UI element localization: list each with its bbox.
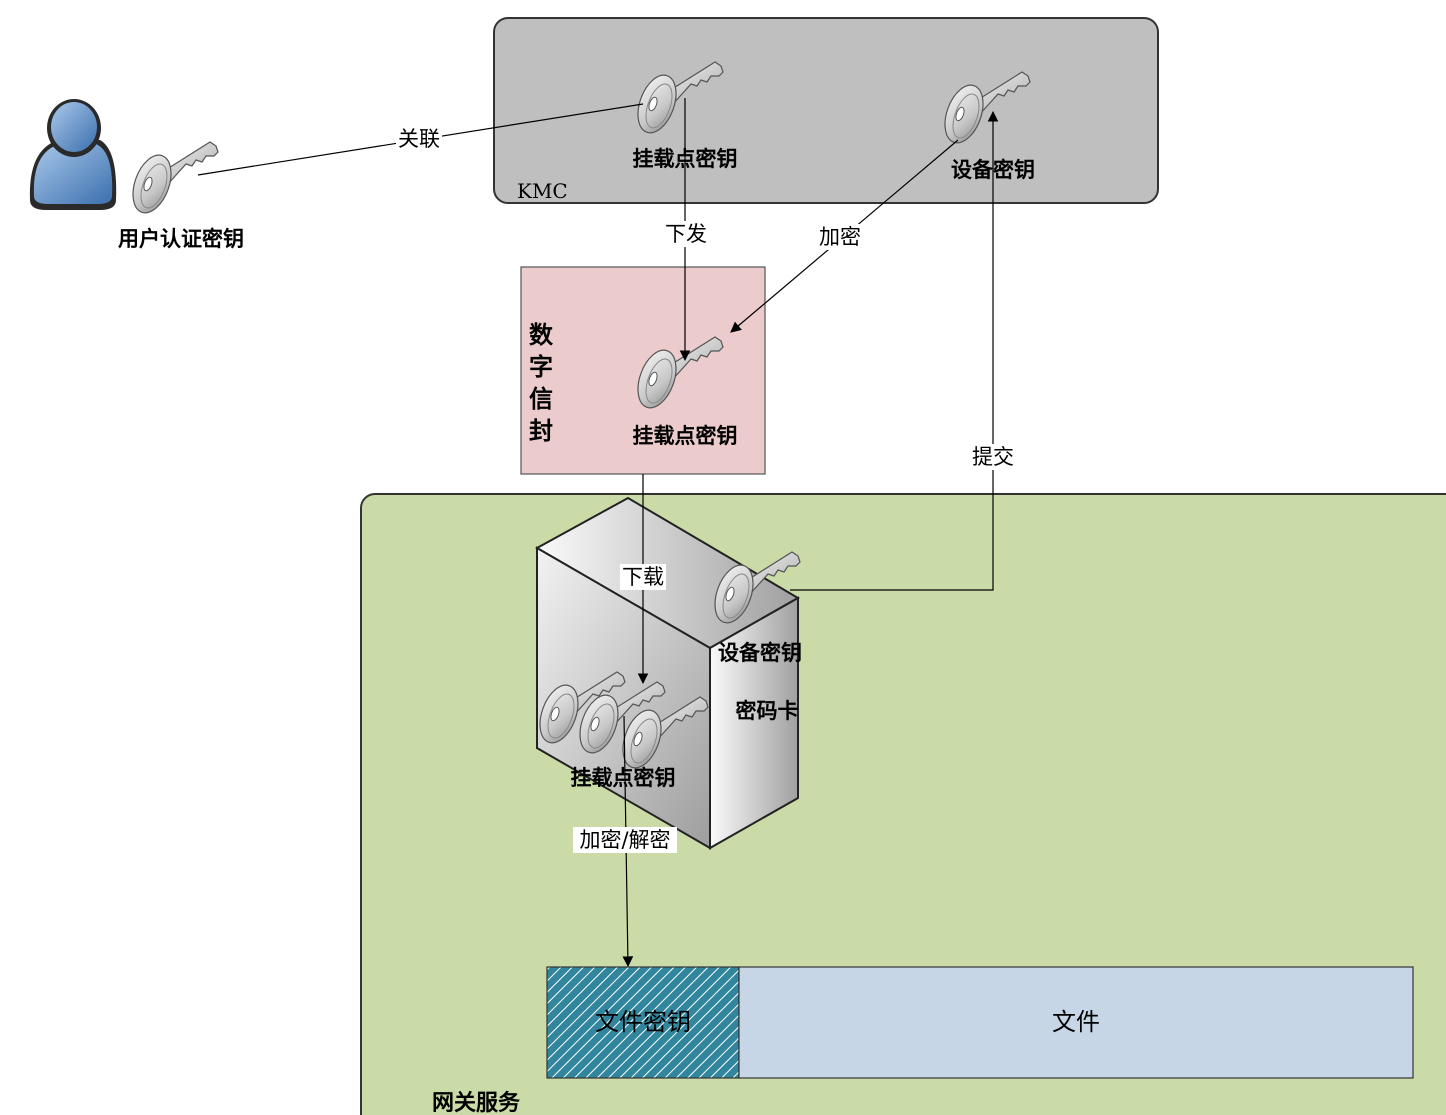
file-key-label: 文件密钥 bbox=[595, 1008, 691, 1036]
download-label-bg bbox=[620, 564, 666, 590]
associate-label-bg bbox=[396, 126, 442, 152]
file-label: 文件 bbox=[1052, 1008, 1100, 1036]
kmc-mount-key-label: 挂载点密钥 bbox=[633, 147, 738, 171]
envelope-title-char: 数 bbox=[529, 321, 554, 349]
crypto-card-server-icon bbox=[534, 496, 800, 850]
file-key-block bbox=[546, 966, 740, 1079]
envelope-title-char: 字 bbox=[529, 353, 553, 381]
user-icon bbox=[29, 99, 117, 210]
issue-label-bg bbox=[663, 221, 709, 247]
crypto-card-label: 密码卡 bbox=[736, 699, 799, 723]
envelope-mount-key-label: 挂载点密钥 bbox=[633, 424, 738, 448]
submit-edge-label: 提交 bbox=[972, 445, 1014, 469]
issue-edge-label: 下发 bbox=[665, 222, 707, 246]
download-edge-label: 下载 bbox=[622, 565, 664, 589]
kmc-title: KMC bbox=[517, 179, 568, 203]
submit-label-bg bbox=[970, 444, 1016, 470]
card-device-key-label: 设备密钥 bbox=[718, 641, 802, 665]
envelope-title-char: 封 bbox=[529, 417, 553, 445]
envelope-title-char: 信 bbox=[529, 385, 553, 413]
file-block bbox=[738, 966, 1414, 1079]
user-auth-key-icon bbox=[125, 141, 219, 219]
kmc-box bbox=[493, 17, 1159, 204]
encrypt-decrypt-label-bg bbox=[573, 827, 677, 853]
encrypt-decrypt-edge-label: 加密/解密 bbox=[579, 828, 670, 852]
encrypt-label-bg bbox=[817, 224, 863, 250]
card-mount-keys-label: 挂载点密钥 bbox=[571, 766, 676, 790]
gateway-service-title: 网关服务 bbox=[432, 1091, 521, 1115]
associate-edge-label: 关联 bbox=[398, 127, 440, 151]
kmc-device-key-label: 设备密钥 bbox=[951, 158, 1035, 182]
submit-connector bbox=[790, 110, 999, 591]
user-auth-key-label: 用户认证密钥 bbox=[118, 227, 244, 251]
encrypt-edge-label: 加密 bbox=[819, 225, 861, 249]
